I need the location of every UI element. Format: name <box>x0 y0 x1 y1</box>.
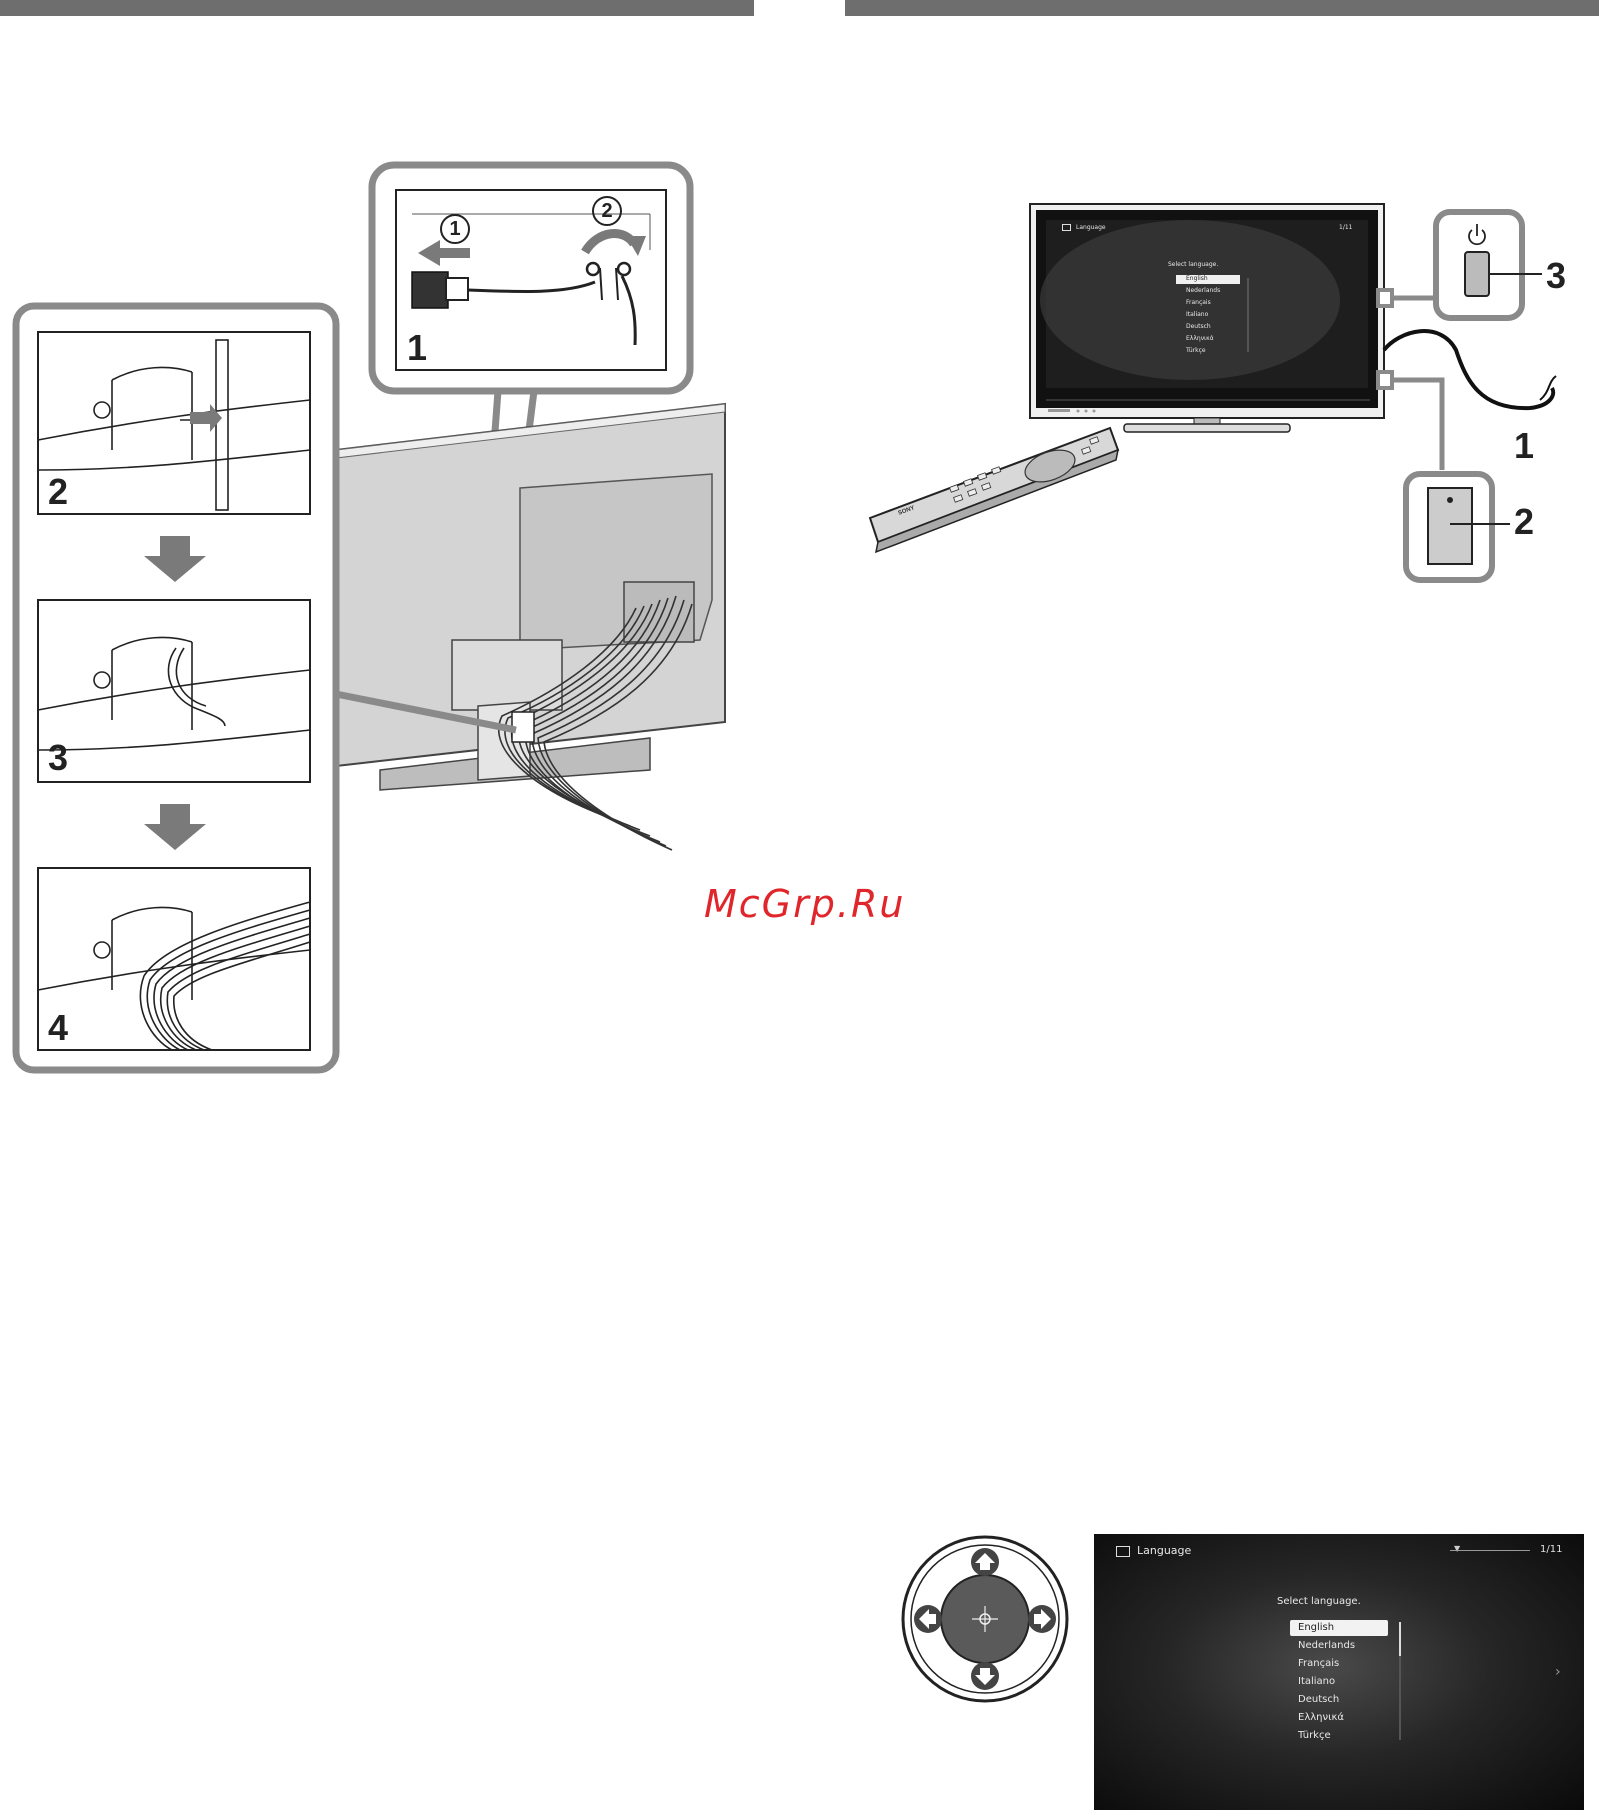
language-option-italiano[interactable]: Italiano <box>1290 1674 1388 1690</box>
page-indicator-marker: ▼ <box>1454 1544 1460 1553</box>
step-number-1: 1 <box>407 330 427 366</box>
step-number-2: 2 <box>48 474 68 510</box>
scrollbar-thumb[interactable] <box>1399 1622 1401 1656</box>
callout-2: 2 <box>1514 504 1534 540</box>
dpad-icon <box>903 1537 1067 1701</box>
language-option-turkce[interactable]: Türkçe <box>1290 1728 1388 1744</box>
step-number-3: 3 <box>48 740 68 776</box>
language-option-deutsch[interactable]: Deutsch <box>1290 1692 1388 1708</box>
cable-steps-panel <box>16 306 336 1070</box>
page-indicator-line <box>1450 1550 1530 1551</box>
tv-rear-illustration <box>336 404 725 850</box>
chevron-right-icon: › <box>1555 1664 1561 1680</box>
step-number-4: 4 <box>48 1010 68 1046</box>
tv-small-option: Français <box>1186 299 1211 306</box>
settings-toolbox-icon <box>1116 1546 1130 1557</box>
tv-small-option: Nederlands <box>1186 287 1220 294</box>
watermark: McGrp.Ru <box>704 882 905 926</box>
tv-small-settings-icon <box>1062 224 1071 231</box>
tv-small-title: Language <box>1076 224 1106 231</box>
substep-1-badge: 1 <box>440 214 470 244</box>
language-option-francais[interactable]: Français <box>1290 1656 1388 1672</box>
language-option-greek[interactable]: Ελληνικά <box>1290 1710 1388 1726</box>
tv-small-prompt: Select language. <box>1168 261 1218 268</box>
substep-2-badge: 2 <box>592 196 622 226</box>
tv-small-option: Deutsch <box>1186 323 1211 330</box>
callout-3: 3 <box>1546 258 1566 294</box>
tv-small-page: 1/11 <box>1339 224 1352 231</box>
tv-small-option: Türkçe <box>1186 347 1206 354</box>
callout-1: 1 <box>1514 428 1534 464</box>
language-prompt: Select language. <box>1277 1596 1361 1607</box>
language-option-english[interactable]: English <box>1290 1620 1388 1636</box>
remote-control-illustration <box>870 428 1118 552</box>
language-screen-title: Language <box>1137 1544 1191 1557</box>
tv-small-option: English <box>1186 275 1208 282</box>
language-screen-page: 1/11 <box>1540 1544 1562 1555</box>
language-option-nederlands[interactable]: Nederlands <box>1290 1638 1388 1654</box>
tv-small-option: Italiano <box>1186 311 1208 318</box>
tv-small-option: Ελληνικά <box>1186 335 1214 342</box>
language-screen: Language ▼ 1/11 Select language. English… <box>1094 1534 1584 1810</box>
